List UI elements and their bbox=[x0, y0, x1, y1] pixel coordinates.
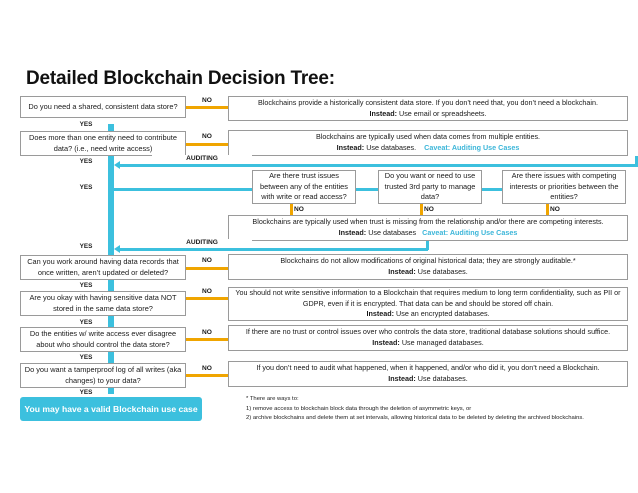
yes-label-branch-q3: YES bbox=[79, 184, 93, 191]
no-connector-q3 bbox=[290, 204, 293, 216]
instead-label-a7: Instead: bbox=[388, 374, 416, 383]
no-label-q2: NO bbox=[202, 133, 212, 140]
answer-box-a1: Blockchains provide a historically consi… bbox=[228, 96, 628, 121]
question-box-q5[interactable]: Are there issues with competing interest… bbox=[502, 170, 626, 204]
instead-label-a5: Instead: bbox=[366, 309, 395, 319]
footnote-line-1: 1) remove access to blockchain block dat… bbox=[246, 405, 472, 412]
instead-text-a7: Use databases. bbox=[417, 374, 468, 383]
yes-label-q7: YES bbox=[79, 319, 93, 326]
yes-label-q9: YES bbox=[79, 389, 93, 396]
auditing-return-drop-2 bbox=[426, 241, 429, 250]
instead-text-a1: Use email or spreadsheets. bbox=[399, 108, 487, 118]
footnote-line-2: 2) archive blockchains and delete them a… bbox=[246, 415, 584, 422]
auditing-return-drop-1 bbox=[635, 156, 638, 166]
yes-label-q6: YES bbox=[79, 282, 93, 289]
answer-text-a7: If you don’t need to audit what happened… bbox=[256, 363, 600, 373]
connector-q4-q5 bbox=[482, 188, 502, 191]
no-label-q6: NO bbox=[202, 257, 212, 264]
question-box-q4[interactable]: Do you want or need to use trusted 3rd p… bbox=[378, 170, 482, 204]
no-label-q7: NO bbox=[202, 288, 212, 295]
no-label-q1: NO bbox=[202, 97, 212, 104]
caveat-link-a2[interactable]: Caveat: Auditing Use Cases bbox=[424, 143, 520, 152]
caveat-link-a3[interactable]: Caveat: Auditing Use Cases bbox=[422, 228, 518, 237]
answer-box-a3: Blockchains are typically used when trus… bbox=[228, 215, 628, 241]
answer-box-a5: You should not write sensitive informati… bbox=[228, 287, 628, 321]
connector-q3-q4 bbox=[356, 188, 378, 191]
no-connector-q4 bbox=[420, 204, 423, 216]
final-result-box: You may have a valid Blockchain use case bbox=[20, 397, 202, 421]
question-box-q3[interactable]: Are there trust issues between any of th… bbox=[252, 170, 356, 204]
auditing-return-line-1 bbox=[120, 164, 638, 167]
no-connector-q5 bbox=[546, 204, 549, 216]
question-box-q8[interactable]: Do the entities w/ write access ever dis… bbox=[20, 327, 186, 352]
instead-text-a2: Use databases. bbox=[366, 143, 417, 152]
instead-label-a6: Instead: bbox=[372, 338, 400, 347]
auditing-arrowhead-2 bbox=[114, 245, 120, 253]
no-connector-q9 bbox=[186, 374, 228, 377]
no-label-q9: NO bbox=[202, 365, 212, 372]
instead-text-a4: Use databases. bbox=[417, 267, 468, 276]
no-connector-q2 bbox=[186, 143, 228, 146]
instead-label-a1: Instead: bbox=[369, 108, 398, 118]
answer-box-a6: If there are no trust or control issues … bbox=[228, 325, 628, 351]
no-label-q3: NO bbox=[294, 206, 304, 213]
instead-label-a2: Instead: bbox=[336, 143, 365, 152]
yes-label-q3-chain: YES bbox=[79, 243, 93, 250]
yes-branch-line-q3 bbox=[108, 188, 256, 191]
instead-text-a5: Use an encrypted databases. bbox=[396, 309, 490, 319]
question-box-q6[interactable]: Can you work around having data records … bbox=[20, 255, 186, 280]
no-label-q8: NO bbox=[202, 329, 212, 336]
footnote-block: * There are ways to: 1) remove access to… bbox=[246, 395, 636, 424]
no-label-q5: NO bbox=[550, 206, 560, 213]
instead-text-a6: Use managed databases. bbox=[401, 338, 484, 347]
auditing-label-1: AUDITING bbox=[152, 155, 252, 162]
no-connector-q6 bbox=[186, 267, 228, 270]
auditing-label-2: AUDITING bbox=[152, 239, 252, 246]
answer-text-a3: Blockchains are typically used when trus… bbox=[252, 217, 604, 227]
yes-label-q2: YES bbox=[79, 158, 93, 165]
no-label-q4: NO bbox=[424, 206, 434, 213]
instead-label-a4: Instead: bbox=[388, 267, 416, 276]
question-box-q7[interactable]: Are you okay with having sensitive data … bbox=[20, 291, 186, 316]
answer-text-a2: Blockchains are typically used when data… bbox=[315, 132, 541, 142]
no-connector-q8 bbox=[186, 338, 228, 341]
auditing-arrowhead-1 bbox=[114, 161, 120, 169]
answer-box-a7: If you don’t need to audit what happened… bbox=[228, 361, 628, 387]
question-box-q2[interactable]: Does more than one entity need to contri… bbox=[20, 131, 186, 156]
question-box-q1[interactable]: Do you need a shared, consistent data st… bbox=[20, 96, 186, 118]
answer-text-a6: If there are no trust or control issues … bbox=[245, 327, 611, 337]
instead-label-a3: Instead: bbox=[338, 228, 367, 237]
answer-text-a5: You should not write sensitive informati… bbox=[235, 287, 621, 308]
no-connector-q1 bbox=[186, 106, 228, 109]
question-box-q9[interactable]: Do you want a tamperproof log of all wri… bbox=[20, 363, 186, 388]
answer-box-a4: Blockchains do not allow modifications o… bbox=[228, 254, 628, 280]
yes-label-q1: YES bbox=[79, 121, 93, 128]
no-connector-q7 bbox=[186, 297, 228, 300]
page-title: Detailed Blockchain Decision Tree: bbox=[26, 68, 335, 89]
answer-box-a2: Blockchains are typically used when data… bbox=[228, 130, 628, 156]
instead-text-a3: Use databases bbox=[368, 228, 417, 237]
answer-text-a4: Blockchains do not allow modifications o… bbox=[280, 256, 576, 266]
yes-label-q8: YES bbox=[79, 354, 93, 361]
answer-text-a1: Blockchains provide a historically consi… bbox=[257, 97, 598, 107]
auditing-return-line-2 bbox=[120, 248, 428, 251]
footnote-line-0: * There are ways to: bbox=[246, 396, 299, 402]
